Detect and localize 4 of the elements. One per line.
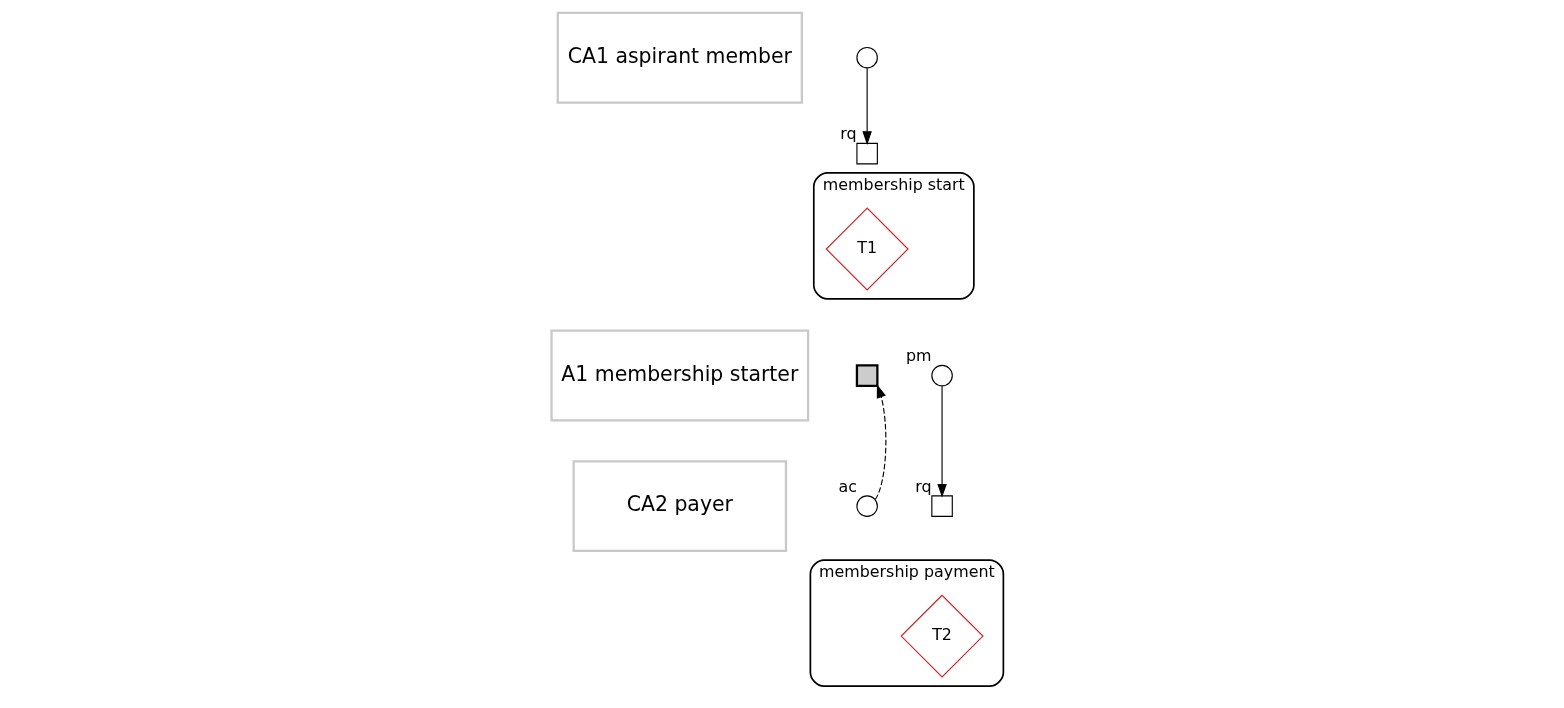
node-label: rq bbox=[840, 124, 857, 144]
node-label: rq bbox=[915, 476, 932, 496]
node-label: ac bbox=[838, 476, 858, 496]
node-label: pm bbox=[906, 346, 932, 366]
